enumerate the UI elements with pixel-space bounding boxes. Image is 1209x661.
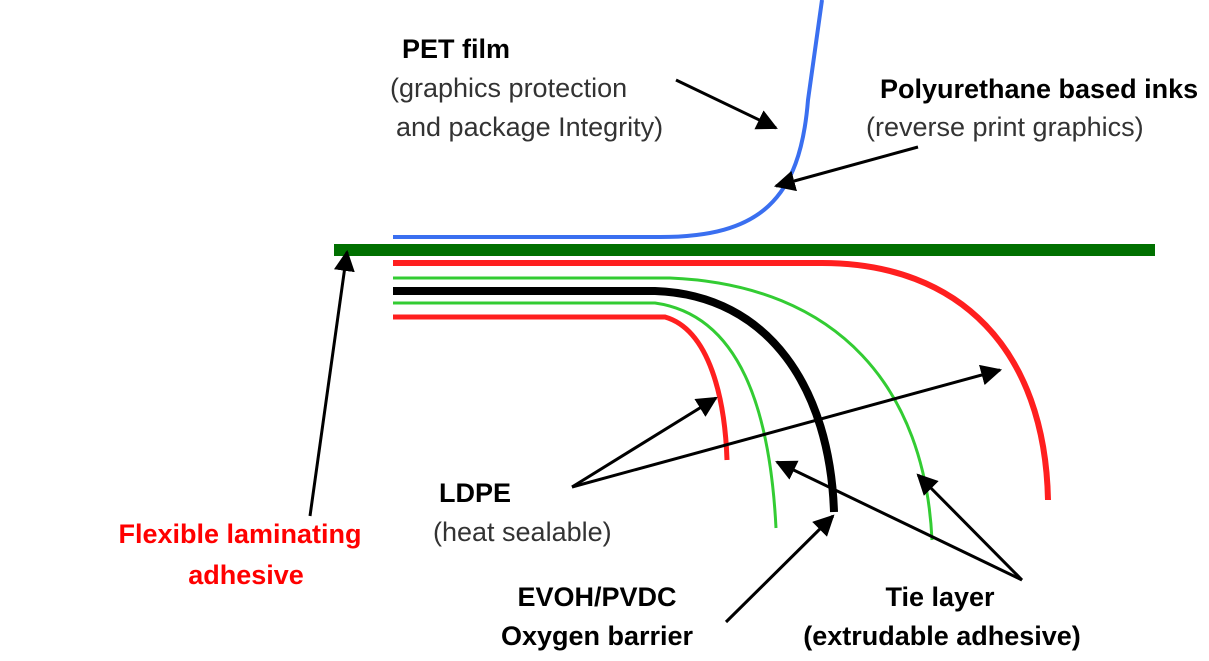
arrow-inks: [773, 145, 919, 192]
arrow-tie-outer: [916, 473, 1024, 582]
ldpe-title: LDPE: [439, 478, 511, 508]
pet-film-desc-line2: and package Integrity): [396, 112, 663, 142]
inks-title: Polyurethane based inks: [880, 74, 1198, 104]
arrow-adhesive: [308, 249, 355, 517]
arrow-barrier: [724, 514, 835, 624]
adhesive-label-line1: Flexible laminating: [118, 519, 361, 549]
arrow-pet: [675, 78, 778, 130]
arrow-tie-inner: [775, 460, 1023, 582]
barrier-label-line2: Oxygen barrier: [501, 621, 694, 651]
arrow-ldpe-outer: [571, 364, 1003, 489]
inks-desc: (reverse print graphics): [866, 112, 1144, 142]
pet-film-desc-line1: (graphics protection: [390, 73, 627, 103]
adhesive-label-line2: adhesive: [188, 560, 304, 590]
tie-layer-inner: [393, 301, 778, 529]
laminating-adhesive-layer: [334, 244, 1155, 256]
barrier-label-line1: EVOH/PVDC: [517, 582, 676, 612]
ldpe-inner-layer: [393, 314, 730, 461]
tie-label-line2: (extrudable adhesive): [803, 621, 1081, 651]
pet-film-layer: [393, 0, 824, 239]
tie-label-line1: Tie layer: [885, 582, 995, 612]
arrow-ldpe-inner: [571, 396, 718, 489]
ldpe-outer-layer: [393, 260, 1051, 501]
barrier-layer: [393, 287, 838, 513]
ldpe-desc: (heat sealable): [433, 517, 612, 547]
pet-film-title: PET film: [402, 34, 510, 64]
